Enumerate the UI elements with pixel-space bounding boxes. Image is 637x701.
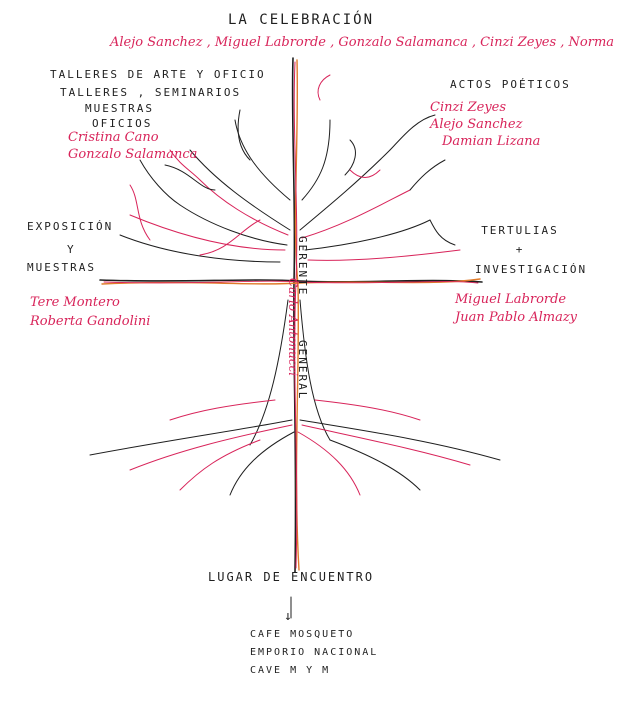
- talleres-line2: TALLERES , SEMINARIOS: [60, 86, 242, 99]
- trunk-name: Carlo Antonucci: [286, 278, 300, 377]
- exposicion-name1: Tere Montero: [30, 295, 120, 310]
- lugar-item3: CAVE M Y M: [250, 665, 331, 676]
- talleres-line4: OFICIOS: [92, 117, 153, 130]
- exposicion-line3: MUESTRAS: [27, 261, 96, 274]
- lugar-item1: CAFE MOSQUETO: [250, 629, 355, 640]
- actos-title: ACTOS POÉTICOS: [450, 78, 571, 91]
- talleres-name1: Cristina Cano: [68, 130, 159, 145]
- tertulias-name2: Juan Pablo Almazy: [455, 310, 578, 325]
- exposicion-line1: EXPOSICIÓN: [27, 220, 114, 233]
- roots: [89, 399, 501, 496]
- lugar-item2: EMPORIO NACIONAL: [250, 647, 379, 658]
- horizontal-axis: [99, 278, 483, 285]
- actos-name3: Damian Lizana: [442, 134, 541, 149]
- tertulias-line1: TERTULIAS: [481, 224, 559, 237]
- exposicion-line2: Y: [67, 243, 76, 256]
- celebration-names: Alejo Sanchez , Miguel Labrorde , Gonzal…: [110, 35, 615, 50]
- talleres-name2: Gonzalo Salamanca: [68, 147, 198, 162]
- exposicion-name2: Roberta Gandolini: [30, 314, 151, 329]
- talleres-line1: TALLERES DE ARTE Y OFICIO: [50, 68, 266, 81]
- actos-name1: Cinzi Zeyes: [430, 100, 507, 115]
- upper-left-branches: [119, 109, 291, 263]
- actos-name2: Alejo Sanchez: [430, 117, 523, 132]
- celebration-title: LA CELEBRACIÓN: [228, 12, 375, 28]
- talleres-line3: MUESTRAS: [85, 102, 154, 115]
- down-arrow-icon: ↓: [284, 609, 292, 624]
- tertulias-name1: Miguel Labrorde: [455, 292, 567, 307]
- tertulias-line3: INVESTIGACIÓN: [475, 263, 588, 276]
- tertulias-line2: +: [515, 243, 525, 256]
- upper-right-branches: [299, 74, 461, 261]
- lugar-title: LUGAR DE ENCUENTRO: [208, 570, 375, 584]
